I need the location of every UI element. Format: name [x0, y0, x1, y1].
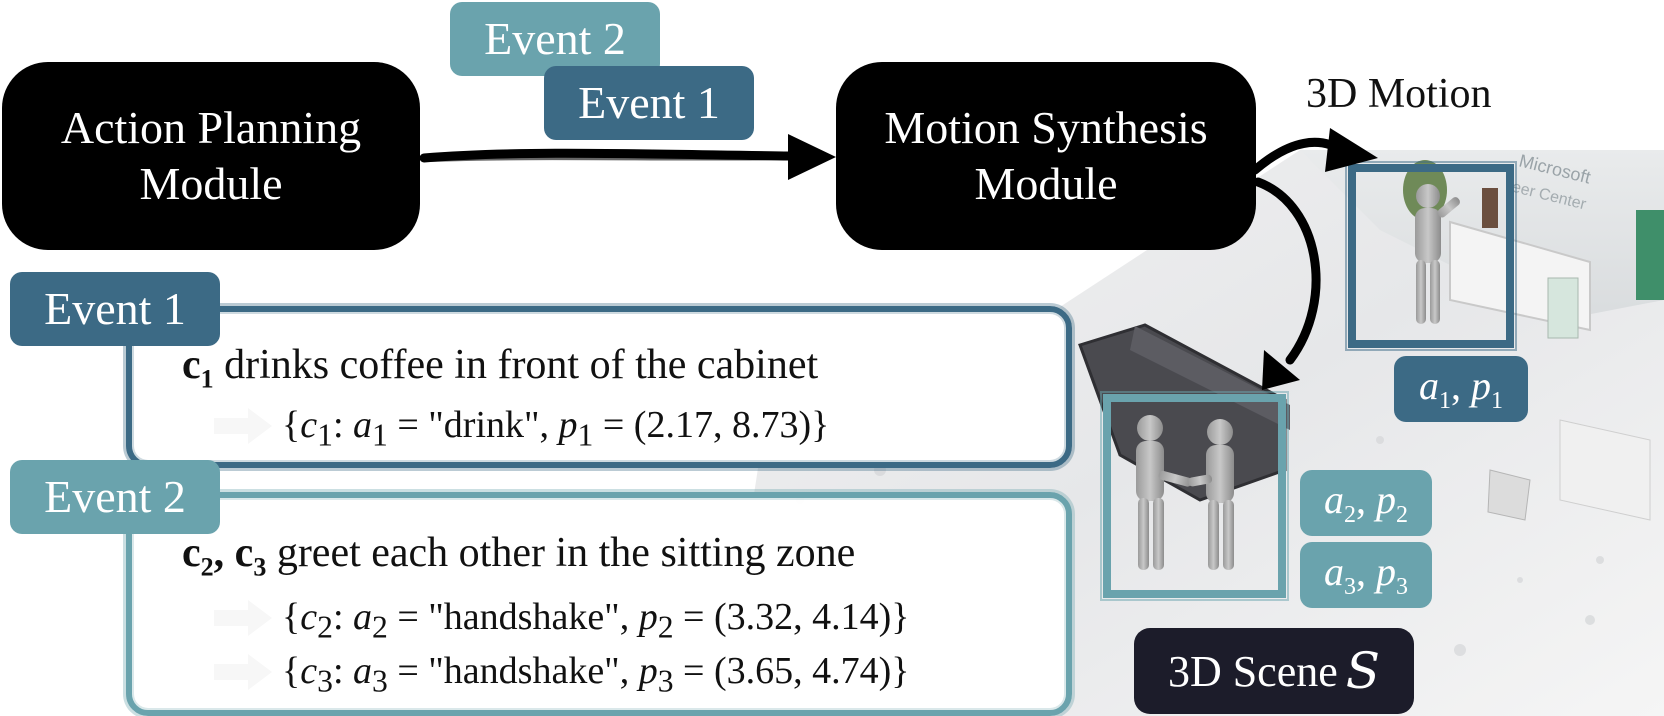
scene-tag-a2-p2: a2, p2 [1300, 470, 1432, 536]
event1-formula: {c1: a1 = "drink", p1 = (2.17, 8.73)} [282, 406, 829, 451]
scene-label: 3D Scene S [1134, 628, 1414, 714]
black-brush-arrow [419, 134, 836, 180]
frame-characters-2-3 [1100, 391, 1289, 601]
scene-label-symbol: S [1345, 642, 1381, 700]
event2-formula-2: {c3: a3 = "handshake", p3 = (3.65, 4.74)… [282, 652, 910, 697]
scene-desk [1559, 419, 1651, 521]
human-figure-drinking [1415, 184, 1460, 324]
event2-box [126, 492, 1072, 716]
human-figure-handshake-left [1136, 415, 1192, 570]
frame-character-1 [1345, 161, 1517, 351]
scene-label-text: 3D Scene [1167, 646, 1338, 696]
scene-chair [1487, 469, 1531, 521]
action-planning-line2: Module [139, 158, 283, 209]
event2-formula-1: {c2: a2 = "handshake", p2 = (3.32, 4.14)… [282, 598, 910, 643]
event2-formula-2-text: {c3: a3 = "handshake", p3 = (3.65, 4.74)… [282, 650, 910, 699]
event2-description-text: greet each other in the sitting zone [276, 530, 856, 576]
motion-synthesis-line2: Module [974, 158, 1118, 209]
motion-synthesis-module: Motion Synthesis Module [836, 62, 1256, 250]
scene-tag-a1-p1: a1, p1 [1394, 356, 1528, 422]
motion-synthesis-line1: Motion Synthesis [884, 102, 1208, 153]
event1-formula-text: {c1: a1 = "drink", p1 = (2.17, 8.73)} [282, 404, 830, 453]
event2-description: c2, c3 greet each other in the sitting z… [182, 532, 855, 580]
scene-boot [1482, 188, 1498, 228]
flow-tag-event1: Event 1 [544, 66, 754, 140]
event1-tag: Event 1 [10, 272, 220, 346]
flow-tag-event2: Event 2 [450, 2, 660, 76]
action-planning-module: Action Planning Module [2, 62, 420, 250]
event1-description-text: drinks coffee in front of the cabinet [224, 342, 819, 388]
event2-chars: c2, c3 [182, 530, 267, 582]
motion-label: 3D Motion [1306, 71, 1492, 117]
event2-tag: Event 2 [10, 460, 220, 534]
human-figure-handshake-right [1188, 419, 1234, 570]
event1-char: c1 [182, 342, 214, 394]
curved-arrow-to-motion [1250, 128, 1378, 175]
event1-box [126, 306, 1072, 468]
scene-tag-a3-p3: a3, p3 [1300, 542, 1432, 608]
event2-formula-1-text: {c2: a2 = "handshake", p2 = (3.32, 4.14)… [282, 596, 910, 645]
scene-wall-art [1636, 210, 1664, 300]
action-planning-line1: Action Planning [60, 102, 362, 153]
curved-arrow-to-scene [1253, 177, 1321, 390]
scene-sofa-back [1130, 326, 1290, 430]
event1-description: c1 drinks coffee in front of the cabinet [182, 344, 818, 392]
scene-cabinet-shelf [1547, 277, 1579, 339]
